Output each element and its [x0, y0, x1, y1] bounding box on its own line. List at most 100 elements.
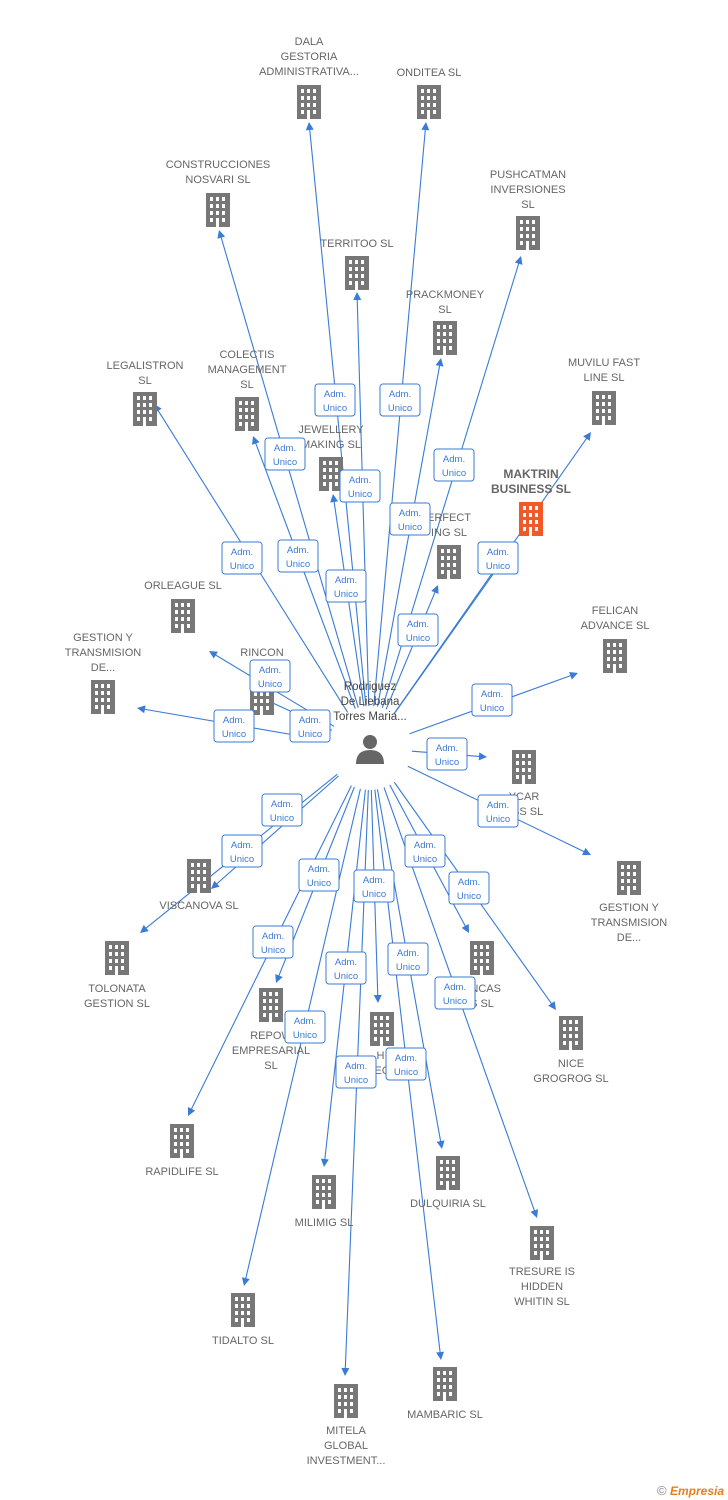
company-node[interactable]: RAPIDLIFE SL: [145, 1124, 219, 1178]
role-badge[interactable]: Adm.Unico: [213, 709, 255, 743]
company-name-line[interactable]: SL: [138, 375, 151, 387]
company-name-line[interactable]: PRACKMONEY: [406, 289, 485, 301]
role-badge[interactable]: Adm.Unico: [426, 737, 468, 771]
role-badge[interactable]: Adm.Unico: [448, 871, 490, 905]
company-name-line[interactable]: TERRITOO SL: [320, 238, 393, 250]
company-name-line[interactable]: MAKING SL: [301, 439, 361, 451]
company-name-line[interactable]: SL: [521, 199, 534, 211]
building-icon[interactable]: [437, 545, 461, 579]
company-node[interactable]: FELICAN ADVANCE SL: [581, 605, 650, 673]
building-icon[interactable]: [133, 392, 157, 426]
role-badge[interactable]: Adm.Unico: [385, 1047, 427, 1081]
role-badge[interactable]: Adm.Unico: [325, 569, 367, 603]
company-name-line[interactable]: LINE SL: [584, 372, 625, 384]
company-name-line[interactable]: ADMINISTRATIVA...: [259, 66, 359, 78]
role-badge[interactable]: Adm.Unico: [277, 539, 319, 573]
company-name-line[interactable]: FELICAN: [592, 605, 639, 617]
building-icon[interactable]: [417, 85, 441, 119]
company-name-line[interactable]: TRANSMISION: [65, 647, 141, 659]
building-icon[interactable]: [433, 321, 457, 355]
company-name-line[interactable]: DE...: [91, 662, 115, 674]
company-node[interactable]: TIDALTO SL: [212, 1293, 274, 1347]
role-badge[interactable]: Adm.Unico: [261, 793, 303, 827]
company-name-line[interactable]: GESTION Y: [599, 902, 659, 914]
building-icon[interactable]: [334, 1384, 358, 1418]
company-name-line[interactable]: GESTION SL: [84, 998, 150, 1010]
role-badge[interactable]: Adm.Unico: [433, 448, 475, 482]
company-node[interactable]: MUVILU FAST LINE SL: [568, 357, 640, 425]
company-name-line[interactable]: ING SL: [431, 527, 467, 539]
building-icon[interactable]: [603, 639, 627, 673]
company-name-line[interactable]: MAKTRIN: [503, 467, 558, 481]
company-name-line[interactable]: TIDALTO SL: [212, 1335, 274, 1347]
company-name-line[interactable]: EMPRESARIAL: [232, 1045, 310, 1057]
role-badge[interactable]: Adm.Unico: [389, 502, 431, 536]
company-name-line[interactable]: DULQUIRIA SL: [410, 1198, 486, 1210]
building-icon[interactable]: [617, 861, 641, 895]
company-name-line[interactable]: MUVILU FAST: [568, 357, 640, 369]
person-name-line[interactable]: De Liebana: [341, 696, 400, 708]
company-node[interactable]: MILIMIG SL: [295, 1175, 354, 1229]
person-icon[interactable]: [356, 735, 384, 764]
company-node[interactable]: VISCANOVA SL: [159, 859, 239, 912]
company-node[interactable]: JEWELLERY MAKING SL: [298, 424, 364, 491]
company-name-line[interactable]: ERFECT: [427, 512, 471, 524]
brand-name[interactable]: Empresia: [669, 1484, 724, 1498]
role-badge[interactable]: Adm.Unico: [471, 683, 513, 717]
building-icon[interactable]: [259, 988, 283, 1022]
role-badge[interactable]: Adm.Unico: [379, 383, 421, 417]
building-icon[interactable]: [235, 397, 259, 431]
company-name-line[interactable]: ADVANCE SL: [581, 620, 650, 632]
building-icon[interactable]: [470, 941, 494, 975]
role-badge[interactable]: Adm.Unico: [314, 383, 356, 417]
company-name-line[interactable]: DE...: [617, 932, 641, 944]
company-name-line[interactable]: RINCON: [240, 647, 283, 659]
role-badge[interactable]: Adm.Unico: [221, 541, 263, 575]
role-badge[interactable]: Adm.Unico: [284, 1010, 326, 1044]
building-icon[interactable]: [105, 941, 129, 975]
role-badge[interactable]: Adm.Unico: [264, 437, 306, 471]
company-name-line[interactable]: JEWELLERY: [298, 424, 364, 436]
building-icon[interactable]: [370, 1012, 394, 1046]
company-name-line[interactable]: HIDDEN: [521, 1281, 563, 1293]
role-badge[interactable]: Adm.Unico: [477, 541, 519, 575]
company-name-line[interactable]: WHITIN SL: [514, 1296, 570, 1308]
role-badge[interactable]: Adm.Unico: [404, 834, 446, 868]
company-node[interactable]: MAMBARIC SL: [407, 1367, 483, 1421]
role-badge[interactable]: Adm.Unico: [353, 869, 395, 903]
company-node[interactable]: GESTION YTRANSMISIONDE...: [65, 632, 141, 714]
building-icon[interactable]: [91, 680, 115, 714]
person-name-line[interactable]: Torres Maria...: [333, 711, 407, 723]
role-badge[interactable]: Adm.Unico: [249, 659, 291, 693]
role-badge[interactable]: Adm.Unico: [325, 951, 367, 985]
building-icon[interactable]: [345, 256, 369, 290]
company-name-line[interactable]: NICE: [558, 1058, 584, 1070]
building-icon[interactable]: [559, 1016, 583, 1050]
company-name-line[interactable]: CONSTRUCCIONES: [166, 159, 271, 171]
company-name-line[interactable]: SL: [264, 1060, 277, 1072]
building-icon[interactable]: [530, 1226, 554, 1260]
building-icon[interactable]: [187, 859, 211, 893]
role-badge[interactable]: Adm.Unico: [339, 469, 381, 503]
company-name-line[interactable]: MITELA: [326, 1425, 366, 1437]
role-badge[interactable]: Adm.Unico: [252, 925, 294, 959]
company-name-line[interactable]: BUSINESS SL: [491, 482, 571, 496]
company-node[interactable]: MITELAGLOBALINVESTMENT...: [307, 1384, 386, 1467]
company-name-line[interactable]: COLECTIS: [219, 349, 274, 361]
building-icon[interactable]: [206, 193, 230, 227]
company-name-line[interactable]: MILIMIG SL: [295, 1217, 354, 1229]
role-badge[interactable]: Adm.Unico: [434, 976, 476, 1010]
company-name-line[interactable]: TRESURE IS: [509, 1266, 575, 1278]
company-name-line[interactable]: HI: [377, 1050, 388, 1062]
role-badge[interactable]: Adm.Unico: [221, 834, 263, 868]
company-node[interactable]: ONDITEA SL: [397, 67, 462, 119]
company-name-line[interactable]: GESTORIA: [281, 51, 338, 63]
